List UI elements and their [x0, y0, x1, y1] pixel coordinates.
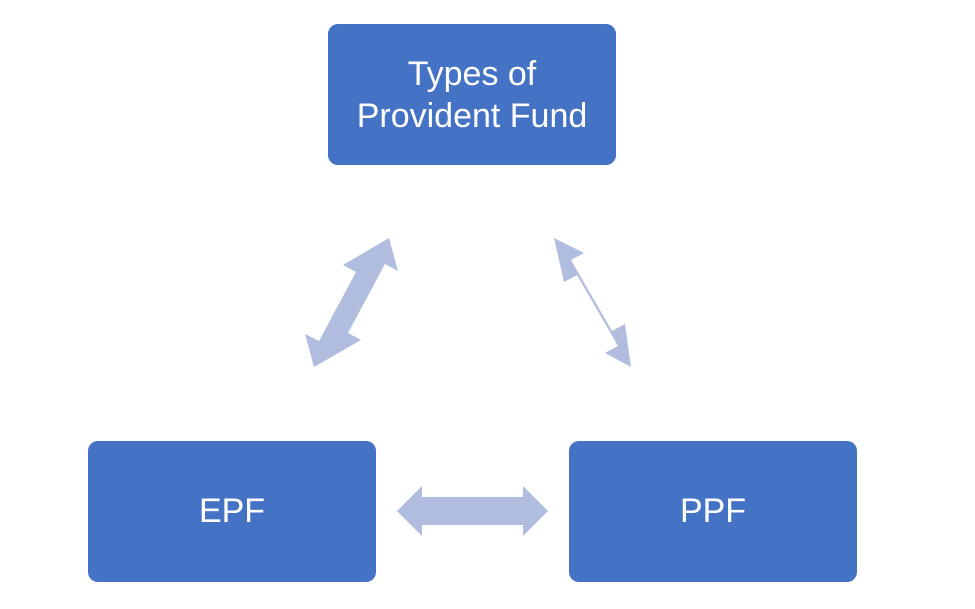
double-arrow-epf-ppf [397, 486, 548, 536]
node-top-line1: Types of [407, 54, 537, 93]
node-epf-label: EPF [198, 492, 266, 530]
node-top-text: Types of Provident Fund [357, 53, 588, 137]
node-types-of-provident-fund: Types of Provident Fund [328, 24, 616, 165]
double-arrow-epf-types [305, 238, 398, 367]
node-ppf: PPF [569, 441, 857, 582]
node-top-line2: Provident Fund [356, 96, 588, 135]
node-epf: EPF [88, 441, 376, 582]
node-ppf-label: PPF [679, 492, 747, 530]
double-arrow-types-ppf [554, 238, 631, 367]
